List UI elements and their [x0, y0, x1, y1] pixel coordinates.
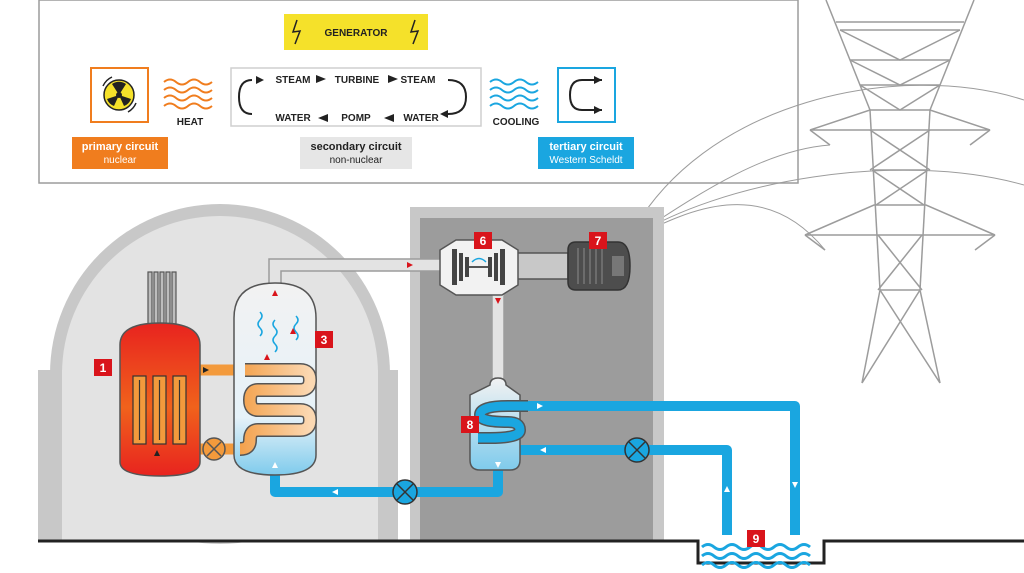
turbine [439, 239, 519, 296]
svg-text:6: 6 [480, 234, 487, 248]
cooling-label: COOLING [493, 117, 540, 128]
svg-text:9: 9 [753, 532, 760, 546]
lightning-icon [291, 19, 420, 45]
primary-title: primary circuit [82, 141, 159, 153]
cooling-pump-icon [624, 437, 650, 463]
water-left-label: WATER [275, 113, 311, 124]
svg-text:8: 8 [467, 418, 474, 432]
primary-subtitle: nuclear [104, 155, 137, 166]
tertiary-subtitle: Western Scheldt [549, 155, 622, 166]
secondary-caption-box [300, 137, 412, 169]
tertiary-loop [520, 401, 800, 535]
secondary-title: secondary circuit [310, 141, 401, 153]
svg-text:1: 1 [100, 361, 107, 375]
secondary-subtitle: non-nuclear [330, 155, 383, 166]
generator [567, 241, 631, 291]
primary-circuit-box [90, 67, 149, 123]
power-pylon [804, 0, 996, 384]
condenser [469, 377, 528, 471]
marker-9: 9 [747, 530, 765, 547]
marker-8: 8 [461, 416, 479, 433]
marker-1: 1 [94, 359, 112, 376]
svg-text:7: 7 [595, 234, 602, 248]
cooling-waves-icon [489, 78, 539, 110]
svg-text:3: 3 [321, 333, 328, 347]
steam-generator [233, 282, 318, 476]
marker-6: 6 [474, 232, 492, 249]
return-loop-icon [568, 79, 602, 111]
steam-left-label: STEAM [276, 75, 311, 86]
tertiary-title: tertiary circuit [549, 141, 623, 153]
pomp-label: POMP [341, 113, 371, 124]
turbine-label: TURBINE [335, 75, 380, 86]
marker-7: 7 [589, 232, 607, 249]
reactor-pump-icon [202, 437, 226, 461]
radiation-icon [102, 76, 137, 113]
ground-line [38, 539, 1024, 565]
reactor-vessel [119, 271, 201, 477]
primary-caption-box [72, 137, 168, 169]
generator-banner [284, 14, 428, 50]
marker-3: 3 [315, 331, 333, 348]
secondary-loop-box [230, 67, 482, 127]
flow-arrows [154, 262, 798, 495]
feedwater-pipe [270, 468, 503, 497]
steam-pipe [269, 259, 504, 385]
heat-waves-icon [163, 78, 213, 110]
feedwater-pump-icon [392, 479, 418, 505]
steam-right-label: STEAM [401, 75, 436, 86]
generator-label: GENERATOR [325, 28, 389, 39]
tertiary-caption-box [538, 137, 634, 169]
water-right-label: WATER [403, 113, 439, 124]
tertiary-circuit-box [557, 67, 616, 123]
heat-label: HEAT [177, 117, 203, 128]
